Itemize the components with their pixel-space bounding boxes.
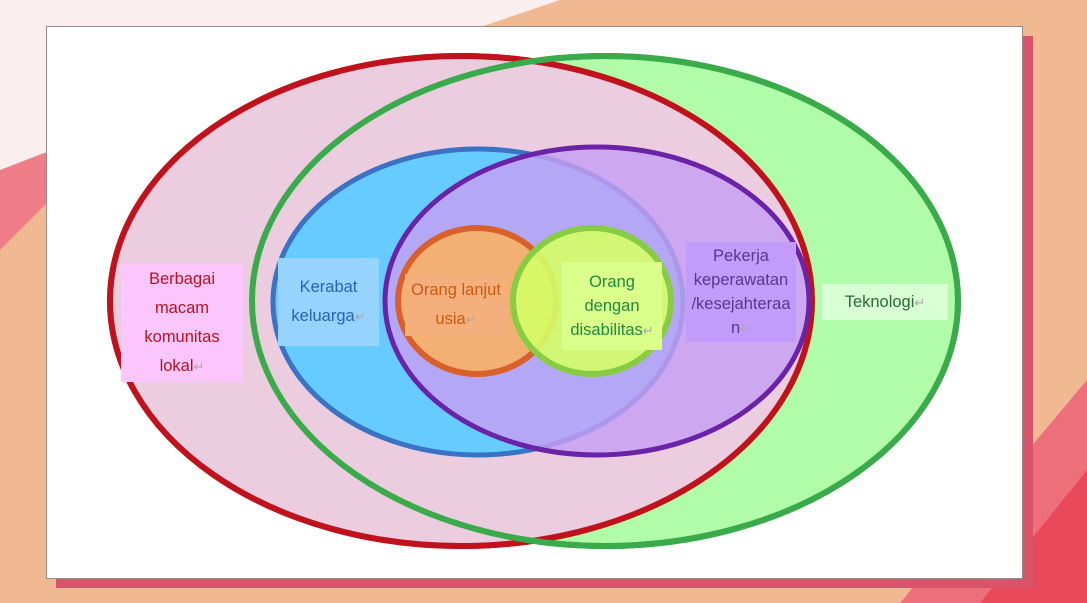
label-kerabat: Kerabat keluarga↵ [278, 258, 379, 346]
label-komunitas-line-2: macam [154, 299, 210, 317]
label-disabilitas-line-3: disabilitas [570, 320, 643, 339]
ellipse-teknologi-stroke [249, 53, 961, 549]
paragraph-mark-icon: ↵ [740, 320, 752, 336]
label-disabilitas-line-2: dengan [584, 296, 640, 315]
paragraph-mark-icon: ↵ [465, 312, 477, 327]
paragraph-mark-icon: ↵ [354, 309, 366, 324]
label-komunitas-line-3: komunitas [144, 328, 220, 346]
label-lansia-line-2: usia [435, 310, 466, 328]
label-kerabat-line-2: keluarga [291, 307, 355, 325]
paragraph-mark-icon: ↵ [642, 322, 654, 338]
label-teknologi: Teknologi↵ [822, 284, 948, 320]
label-disabilitas-line-1: Orang [589, 272, 635, 291]
label-komunitas-line-1: Berbagai [148, 270, 216, 288]
paragraph-mark-icon: ↵ [914, 294, 926, 310]
label-pekerja-line-3: /kesejahteraa [691, 294, 791, 313]
label-lansia-line-1: Orang lanjut [411, 281, 501, 299]
label-kerabat-line-1: Kerabat [299, 278, 358, 296]
label-teknologi-line-1: Teknologi [844, 292, 915, 311]
label-komunitas: Berbagai macam komunitas lokal↵ [121, 264, 243, 382]
ellipse-komunitas-stroke [107, 53, 815, 549]
label-pekerja: Pekerja keperawatan /kesejahteraa n↵ [686, 242, 796, 342]
label-pekerja-line-2: keperawatan [693, 270, 789, 289]
label-komunitas-line-4: lokal [159, 357, 194, 375]
label-pekerja-line-4: n [730, 318, 741, 337]
label-pekerja-line-1: Pekerja [713, 246, 769, 265]
paragraph-mark-icon: ↵ [193, 359, 205, 374]
label-lansia: Orang lanjut usia↵ [405, 274, 507, 336]
label-disabilitas: Orang dengan disabilitas↵ [562, 262, 662, 350]
